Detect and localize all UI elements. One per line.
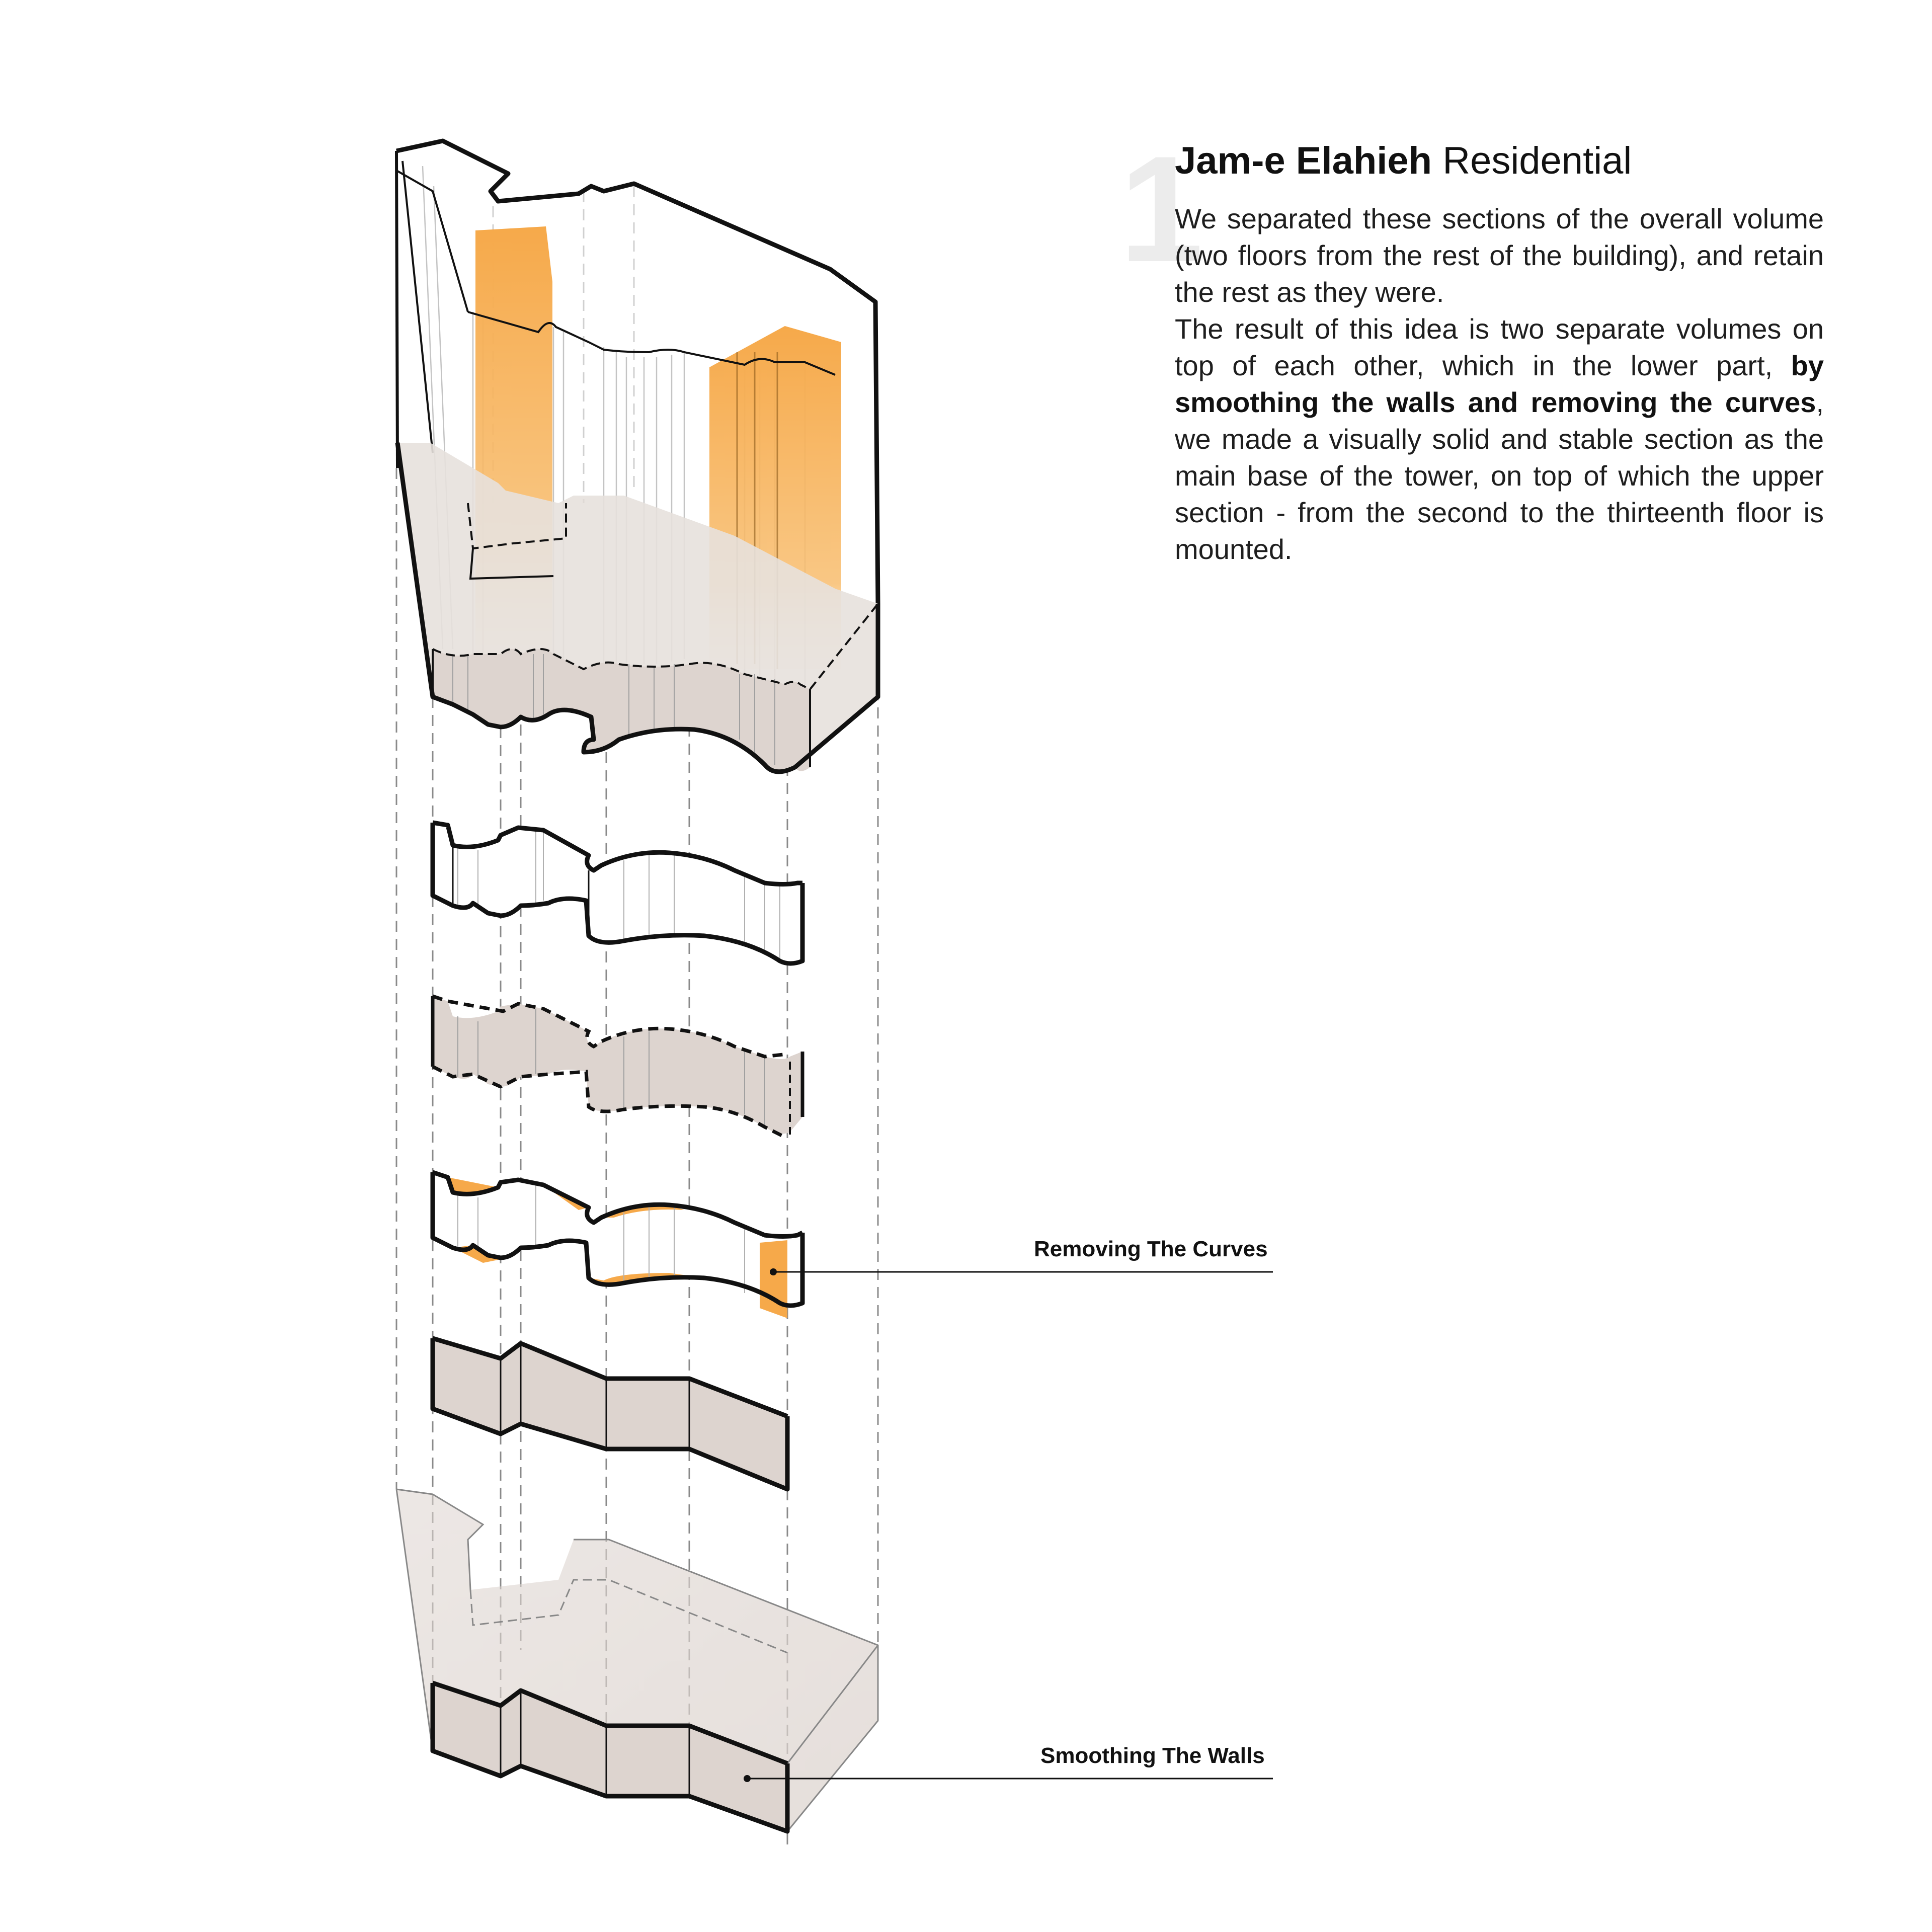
description-paragraph-1: We separated these sections of the overa… [1175, 203, 1824, 308]
description-paragraph-2: The result of this idea is two separate … [1175, 310, 1824, 568]
layer-curved-walls [430, 820, 805, 966]
lower-base-volume [395, 1488, 1273, 1834]
section-number: 1 [1119, 124, 1203, 293]
title-light: Residential [1442, 139, 1632, 182]
description-p2-start: The result of this idea is two separate … [1175, 313, 1824, 381]
callout-smoothing-walls: Smoothing The Walls [1040, 1743, 1265, 1768]
page-title: Jam-e Elahieh Residential [1175, 136, 1632, 186]
description-p2-bold: by smoothing the walls and removing the … [1175, 350, 1824, 418]
callout-removing-curves: Removing The Curves [1034, 1237, 1268, 1261]
description-text: We separated these sections of the overa… [1175, 200, 1824, 568]
upper-base-slab [395, 442, 880, 774]
title-bold: Jam-e Elahieh [1175, 139, 1432, 182]
description-p2-end: , we made a visually solid and stable se… [1175, 386, 1824, 565]
layer-smoothed-walls [430, 1336, 790, 1492]
layer-removing-curves [430, 1170, 1273, 1318]
layer-dashed-walls [431, 994, 804, 1139]
